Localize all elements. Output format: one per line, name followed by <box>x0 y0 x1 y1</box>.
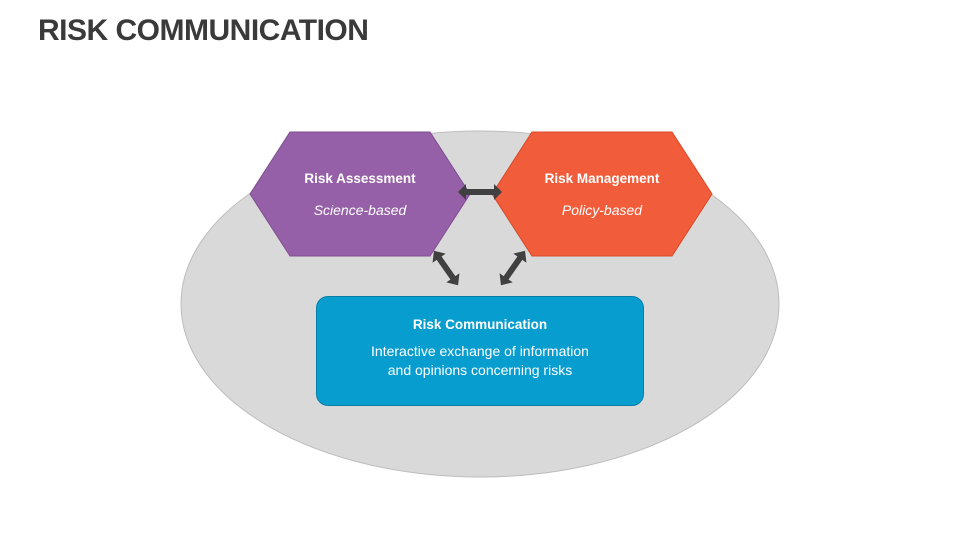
double-arrow-right-diagonal <box>499 250 527 286</box>
risk-assessment-node: Risk Assessment Science-based <box>250 132 470 257</box>
risk-assessment-subtitle: Science-based <box>313 202 407 218</box>
risk-assessment-title: Risk Assessment <box>304 171 416 186</box>
page-title: RISK COMMUNICATION <box>38 14 369 47</box>
double-arrow-horizontal <box>458 184 502 200</box>
double-arrow-left-diagonal <box>432 250 460 286</box>
risk-communication-description-line-2: and opinions concerning risks <box>387 361 573 378</box>
risk-communication-title: Risk Communication <box>412 316 548 332</box>
risk-management-hexagon <box>491 131 713 257</box>
risk-communication-description: Interactive exchange of information and … <box>371 342 589 380</box>
risk-communication-box: Risk Communication Interactive exchange … <box>316 296 644 406</box>
risk-communication-description-line-1: Interactive exchange of information <box>371 342 589 359</box>
risk-management-title: Risk Management <box>544 171 660 186</box>
risk-management-subtitle: Policy-based <box>561 202 643 218</box>
risk-management-node: Risk Management Policy-based <box>492 132 712 257</box>
